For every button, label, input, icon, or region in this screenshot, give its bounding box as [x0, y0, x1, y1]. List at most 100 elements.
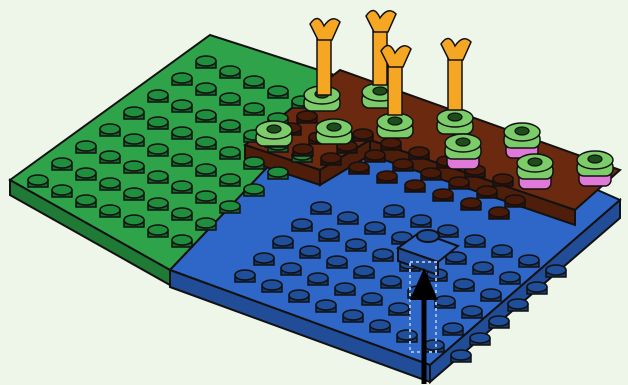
stud: [489, 316, 509, 328]
plant-ring-piece: [256, 121, 292, 146]
plant-ring-piece: [437, 109, 473, 134]
stud: [268, 167, 288, 179]
stud: [311, 202, 331, 214]
stud: [370, 320, 390, 332]
stud: [451, 350, 471, 362]
stud: [493, 174, 513, 186]
stud: [235, 270, 255, 282]
stud: [172, 235, 192, 247]
stud: [196, 56, 216, 68]
stud: [124, 188, 144, 200]
stud: [362, 293, 382, 305]
stud: [124, 107, 144, 119]
stud: [300, 246, 320, 258]
stud: [384, 205, 404, 217]
stud: [172, 100, 192, 112]
stud: [273, 236, 293, 248]
stud: [377, 171, 397, 183]
stud: [196, 218, 216, 230]
stud: [124, 161, 144, 173]
stud: [148, 171, 168, 183]
stud: [393, 159, 413, 171]
stud: [316, 300, 336, 312]
stud: [454, 279, 474, 291]
stud: [477, 186, 497, 198]
stud: [244, 76, 264, 88]
stud: [319, 229, 339, 241]
stud: [343, 310, 363, 322]
stud: [148, 198, 168, 210]
stud: [196, 110, 216, 122]
stud: [292, 219, 312, 231]
stud: [196, 137, 216, 149]
stud: [465, 235, 485, 247]
stud: [148, 225, 168, 237]
stud: [546, 265, 566, 277]
stud: [172, 127, 192, 139]
stud: [148, 117, 168, 129]
stud: [321, 153, 341, 165]
stud: [443, 323, 463, 335]
stud: [281, 263, 301, 275]
stud: [100, 124, 120, 136]
stud: [244, 103, 264, 115]
stud: [220, 147, 240, 159]
stud: [349, 162, 369, 174]
stud: [52, 185, 72, 197]
stud: [409, 147, 429, 159]
stud: [421, 168, 441, 180]
flower-piece: [504, 123, 540, 158]
stud: [220, 66, 240, 78]
stud: [244, 157, 264, 169]
stud: [433, 189, 453, 201]
stud: [424, 340, 444, 352]
stud: [462, 306, 482, 318]
stud: [76, 195, 96, 207]
orange-stalk: [441, 38, 471, 110]
stud: [52, 158, 72, 170]
stud: [293, 144, 313, 156]
stud: [76, 141, 96, 153]
stud: [262, 280, 282, 292]
stud: [100, 178, 120, 190]
stud: [381, 138, 401, 150]
stud: [461, 198, 481, 210]
stud: [196, 164, 216, 176]
stud: [411, 215, 431, 227]
stud: [254, 253, 274, 265]
stud: [353, 129, 373, 141]
stud: [505, 195, 525, 207]
flower-piece: [517, 154, 553, 189]
stud: [508, 299, 528, 311]
stud: [220, 93, 240, 105]
stud: [335, 283, 355, 295]
plant-ring-piece: [377, 113, 413, 138]
stud: [244, 184, 264, 196]
stud: [338, 212, 358, 224]
stud: [449, 177, 469, 189]
stud: [100, 205, 120, 217]
flower-piece: [577, 151, 613, 186]
stud: [196, 191, 216, 203]
stud: [124, 215, 144, 227]
stud: [397, 330, 417, 342]
stud: [381, 276, 401, 288]
stud: [527, 282, 547, 294]
stud: [438, 225, 458, 237]
stud: [365, 222, 385, 234]
stud: [220, 120, 240, 132]
stud: [519, 255, 539, 267]
stud: [196, 83, 216, 95]
stud: [481, 289, 501, 301]
stud: [308, 273, 328, 285]
stud: [124, 134, 144, 146]
stud: [28, 175, 48, 187]
stud: [172, 73, 192, 85]
stud: [297, 111, 317, 123]
stud: [500, 272, 520, 284]
stud: [365, 150, 385, 162]
stud: [268, 86, 288, 98]
plant-ring-piece: [316, 119, 352, 144]
stud: [172, 154, 192, 166]
